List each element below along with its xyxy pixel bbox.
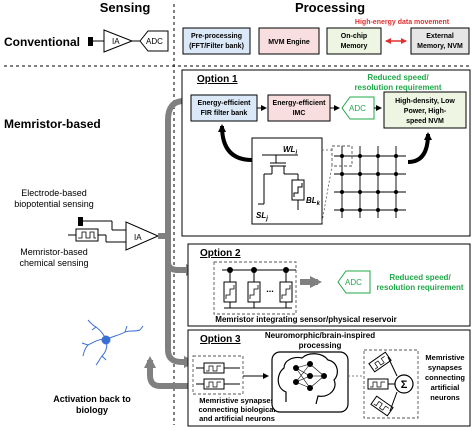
brain-icon — [277, 353, 338, 405]
left-synapse-outline — [192, 355, 244, 395]
processing-header: Processing — [295, 0, 365, 15]
chemical-label-1: Memristor-based — [20, 247, 88, 257]
neuro-label-1: Neuromorphic/brain-inspired — [265, 331, 375, 340]
bl-label: BLk — [306, 196, 321, 207]
crossbar-to-nvm-arrow — [407, 132, 432, 164]
preprocessing-text-2: (FFT/Filter bank) — [189, 43, 244, 50]
crossbar-highlight — [331, 145, 353, 167]
option2-title: Option 2 — [200, 248, 241, 259]
nvm-box — [383, 91, 467, 129]
electrode-label-2: biopotential sensing — [14, 199, 94, 209]
nvm-text-3: speed NVM — [406, 118, 444, 125]
synapse-right-3: connecting — [425, 373, 465, 382]
memristor-ia-label: IA — [134, 233, 142, 242]
electrode-sensor-icon — [78, 217, 126, 231]
preprocessing-text-1: Pre-processing — [191, 33, 242, 40]
conventional-electrode-icon — [88, 37, 104, 46]
sigma-symbol: Σ — [401, 379, 408, 391]
high-energy-label: High-energy data movement — [355, 19, 450, 26]
conventional-adc-label: ADC — [146, 37, 163, 46]
reservoir-label: Memristor integrating sensor/physical re… — [215, 315, 396, 324]
imc-text-2: IMC — [293, 110, 306, 117]
reservoir-array — [222, 267, 296, 309]
transistor-cell-schematic — [258, 154, 305, 210]
sl-label: SLj — [256, 211, 268, 222]
reservoir-outline — [213, 261, 297, 315]
option2-adc-label: ADC — [345, 278, 362, 287]
external-memory-box — [410, 27, 470, 55]
wl-label: WLi — [283, 145, 297, 156]
mvm-engine-text: MVM Engine — [268, 39, 310, 46]
option1-reduced-2: resolution requirement — [354, 83, 441, 92]
option1-reduced-1: Reduced speed/ — [367, 73, 429, 82]
imc-text-1: Energy-efficient — [273, 100, 327, 107]
right-synapse-outline — [363, 349, 419, 419]
external-memory-text-2: Memory, NVM — [417, 43, 463, 50]
sensing-header: Sensing — [100, 0, 151, 15]
right-synapse-memristors — [367, 351, 414, 417]
synapse-right-4: artificial — [431, 383, 460, 392]
left-synapse-memristors — [196, 362, 240, 390]
mvm-engine-box — [258, 27, 320, 55]
option1-title: Option 1 — [197, 74, 238, 85]
fir-filter-box — [190, 94, 258, 122]
memristor-ia-amp — [125, 221, 160, 251]
reservoir-dots: ... — [266, 284, 274, 294]
conventional-ia-amp — [103, 29, 134, 53]
fir-filter-text-2: FIR filter bank — [201, 110, 248, 117]
nvm-text-2: Power, High- — [404, 108, 447, 115]
conventional-label: Conventional — [4, 35, 80, 49]
onchip-memory-box — [326, 27, 382, 55]
brain-network-box — [271, 351, 349, 413]
onchip-memory-text-2: Memory — [341, 43, 368, 50]
option2-adc-shape — [337, 270, 371, 294]
neuro-label-2: processing — [299, 341, 342, 350]
activation-label-2: biology — [76, 405, 108, 415]
synapse-left-3: and artificial neurons — [199, 414, 275, 423]
option2-reduced-2: resolution requirement — [376, 283, 463, 292]
onchip-memory-text-1: On-chip — [341, 33, 367, 40]
crossbar-to-imc-arrow — [218, 124, 253, 162]
chemical-label-2: chemical sensing — [19, 258, 88, 268]
preprocessing-box — [182, 27, 251, 55]
option3-title: Option 3 — [200, 334, 241, 345]
neuron-icon — [81, 319, 144, 366]
electrode-label-1: Electrode-based — [21, 188, 87, 198]
neural-network-icon — [293, 361, 327, 391]
synapse-right-5: neurons — [430, 393, 460, 402]
synapse-right-1: Memristive — [425, 353, 464, 362]
synapse-right-2: synapses — [428, 363, 462, 372]
crossbar-array — [334, 146, 406, 218]
option2-reduced-1: Reduced speed/ — [389, 273, 451, 282]
external-memory-text-1: External — [426, 33, 454, 40]
nvm-text-1: High-density, Low — [395, 98, 455, 105]
conventional-ia-label: IA — [112, 37, 120, 46]
fir-filter-text-1: Energy-efficient — [198, 100, 252, 107]
imc-box — [267, 94, 331, 122]
activation-label-1: Activation back to — [53, 394, 131, 404]
chemical-sensor-icon — [68, 228, 126, 243]
synapse-left-1: Memristive synapses — [199, 396, 274, 405]
memristor-label: Memristor-based — [4, 117, 101, 131]
option1-adc-label: ADC — [349, 104, 366, 113]
conventional-adc-shape — [139, 30, 169, 52]
synapse-left-2: connecting biological — [198, 405, 275, 414]
